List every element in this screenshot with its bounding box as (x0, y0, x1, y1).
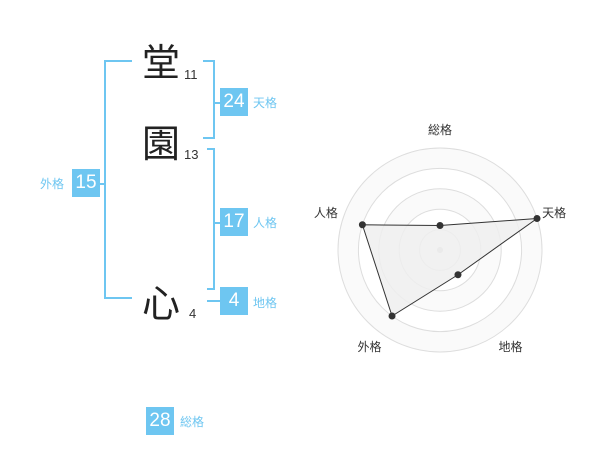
chikaku-value: 4 (220, 287, 248, 315)
gaikaku-label: 外格 (40, 177, 65, 191)
gaikaku-connector (98, 183, 105, 185)
tenkaku-label: 天格 (253, 96, 278, 110)
stroke-count-3: 4 (189, 306, 197, 321)
jinkaku-connector (214, 222, 221, 224)
radar-axis-label: 天格 (542, 205, 566, 220)
tenkaku-value: 24 (220, 88, 248, 116)
jinkaku-label: 人格 (253, 216, 278, 230)
stroke-count-1: 11 (184, 67, 198, 82)
tenkaku-bracket (203, 60, 215, 139)
jinkaku-value: 17 (220, 208, 248, 236)
name-char-1: 堂 (142, 41, 181, 85)
radar-axis-label: 総格 (428, 122, 452, 137)
radar-point (533, 214, 541, 222)
radar-axis-label: 地格 (499, 339, 523, 354)
gaikaku-value: 15 (72, 169, 100, 197)
radar-axis-label: 外格 (357, 339, 381, 354)
radar-point (454, 271, 462, 279)
radar-point (358, 221, 366, 229)
radar-axis-label: 人格 (314, 205, 338, 220)
chikaku-label: 地格 (253, 296, 278, 310)
radar-polygon (361, 217, 539, 317)
name-char-3: 心 (142, 282, 181, 326)
jinkaku-bracket (207, 148, 215, 290)
tenkaku-connector (214, 102, 221, 104)
gaikaku-bracket (104, 60, 132, 299)
chikaku-connector (207, 300, 221, 302)
soukaku-value: 28 (146, 407, 174, 435)
stroke-count-2: 13 (184, 147, 199, 162)
soukaku-label: 総格 (180, 415, 205, 429)
radar-point (436, 222, 444, 230)
radar-point (388, 312, 396, 320)
name-char-2: 園 (142, 122, 181, 166)
